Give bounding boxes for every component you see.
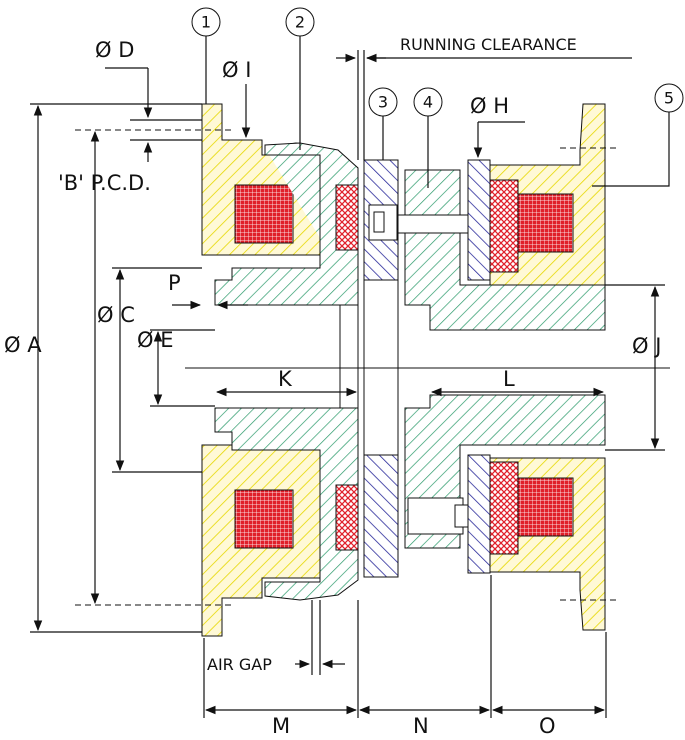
dimension-running-clearance — [336, 50, 632, 160]
dimension-c — [112, 267, 202, 473]
dimension-h — [473, 121, 525, 159]
dimension-m-n-o — [203, 575, 607, 718]
balloon-3: 3 — [368, 87, 398, 160]
coil-left-top — [234, 184, 294, 244]
dimension-j — [605, 284, 665, 451]
dimension-air-gap — [295, 600, 345, 675]
part-5-brake-magnet — [467, 103, 606, 631]
label-m: M — [272, 714, 290, 738]
label-k: K — [278, 367, 293, 391]
dimension-e — [150, 329, 215, 407]
balloon-2-text: 2 — [295, 13, 305, 32]
label-dia-a: Ø A — [4, 333, 42, 357]
label-pcd: 'B' P.C.D. — [58, 171, 151, 195]
label-dia-d: Ø D — [95, 38, 134, 62]
balloon-4: 4 — [413, 87, 443, 188]
balloon-2: 2 — [285, 7, 315, 150]
label-air-gap: AIR GAP — [207, 655, 272, 674]
balloon-5-text: 5 — [664, 89, 674, 108]
balloon-4-text: 4 — [423, 93, 433, 112]
dimension-d — [105, 67, 202, 162]
label-dia-c: Ø C — [97, 303, 135, 327]
label-dia-j: Ø J — [632, 334, 661, 358]
balloon-5: 5 — [592, 83, 684, 187]
part-2-hub — [214, 142, 359, 601]
part-3-rotor — [363, 159, 399, 578]
part-4-right-hub — [397, 169, 606, 549]
label-running-clearance: RUNNING CLEARANCE — [400, 35, 577, 54]
label-l: L — [503, 367, 515, 391]
label-dia-i: Ø I — [222, 58, 251, 82]
label-o: O — [539, 714, 556, 738]
label-dia-h: Ø H — [470, 94, 509, 118]
dimension-a — [30, 103, 202, 633]
label-p: P — [168, 271, 181, 295]
balloon-1-text: 1 — [201, 13, 211, 32]
balloon-1: 1 — [191, 7, 221, 104]
coil-left-bottom — [234, 489, 294, 549]
label-n: N — [413, 714, 429, 738]
label-dia-e: Ø E — [137, 328, 173, 352]
part-1-field-magnet — [201, 103, 321, 637]
balloon-3-text: 3 — [378, 93, 388, 112]
